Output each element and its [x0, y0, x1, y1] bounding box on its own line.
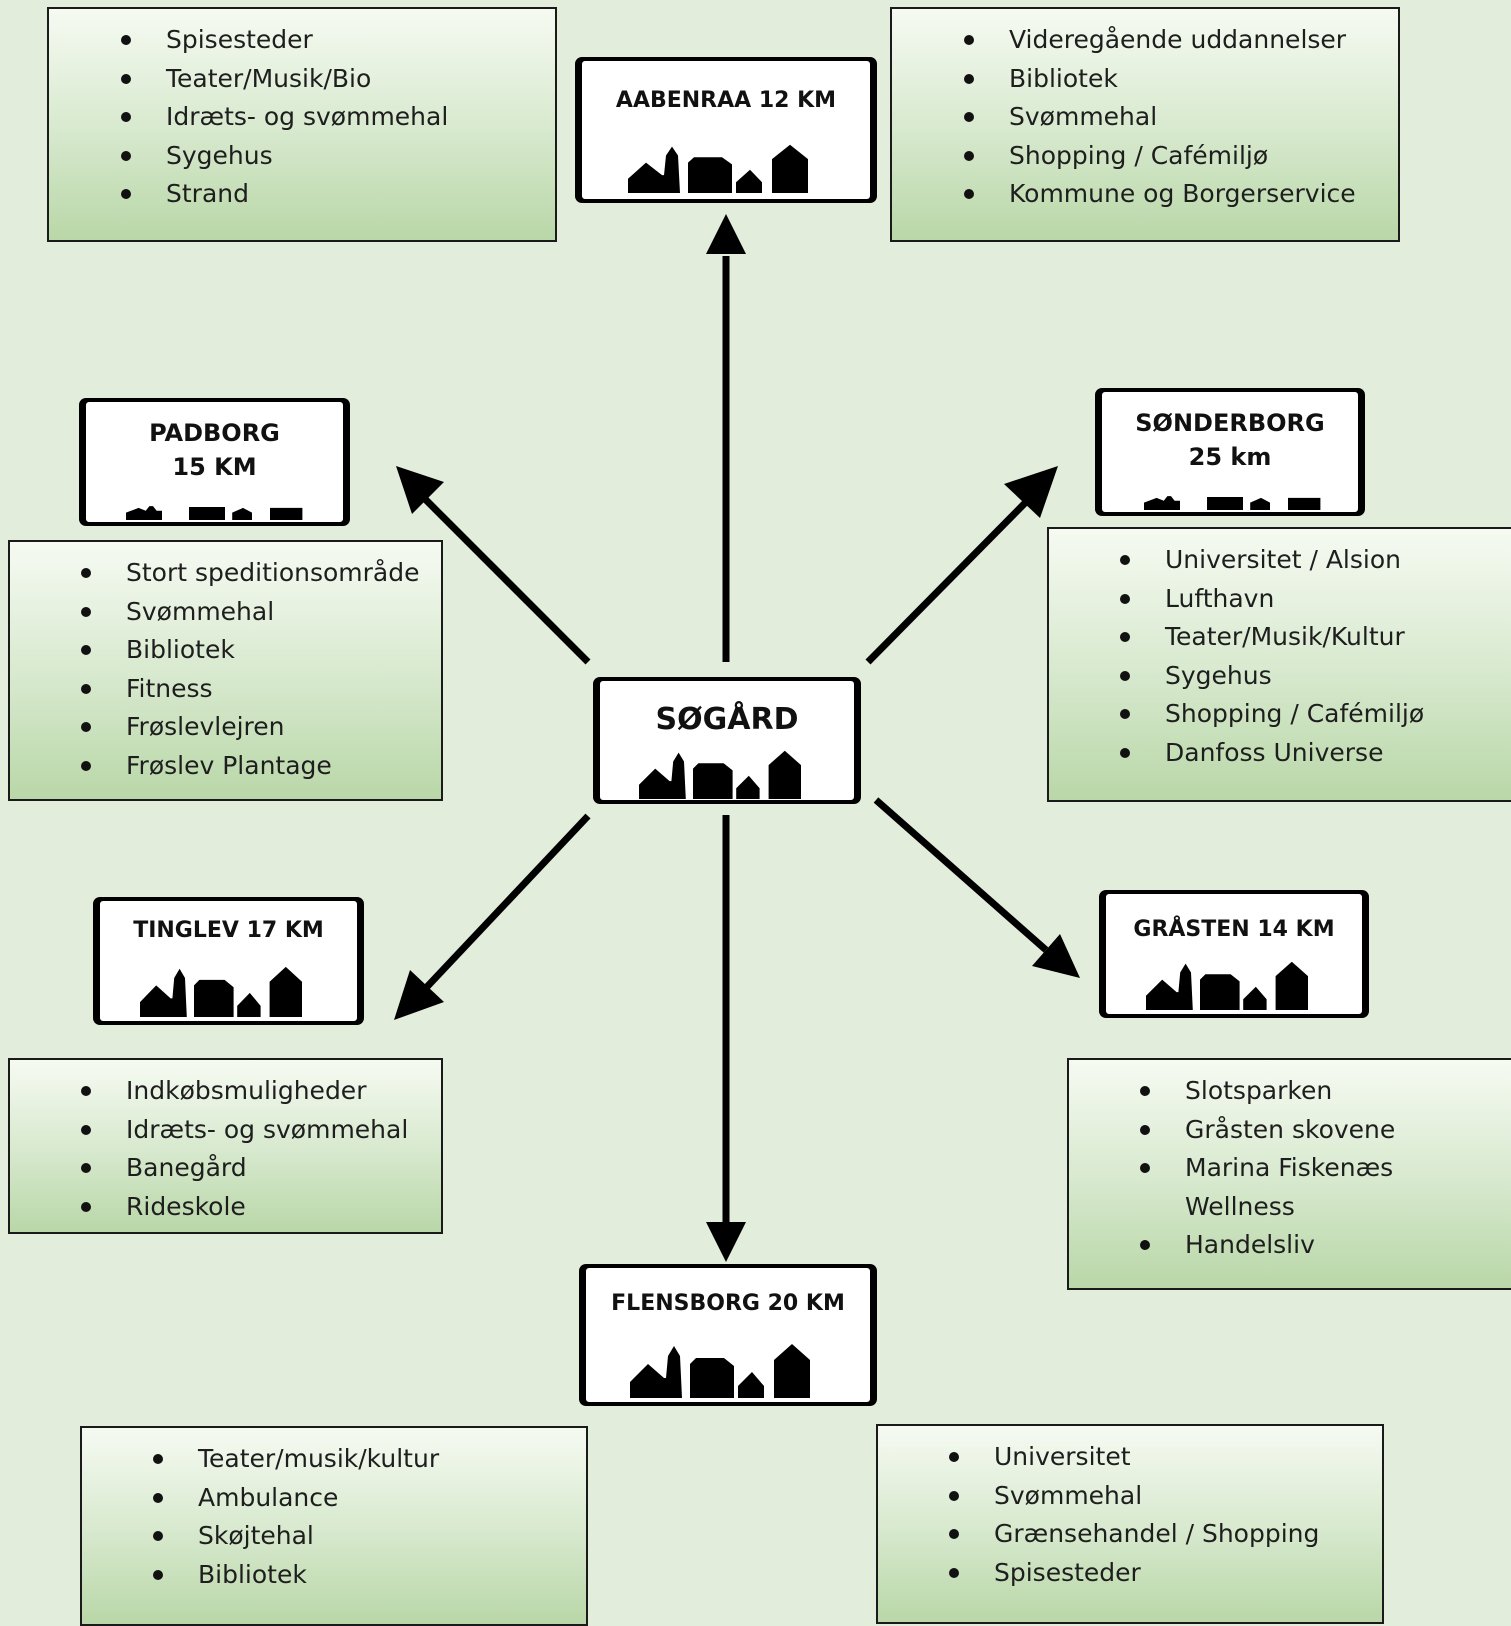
arrowhead-flensborg: [706, 1222, 746, 1262]
list-item: Rideskole: [80, 1188, 408, 1227]
list-item: Frøslevlejren: [81, 708, 420, 747]
town-silhouette-icon: [1146, 961, 1308, 1010]
list-item: Stort speditionsområde: [81, 554, 420, 593]
list-item: Handelsliv: [1140, 1226, 1425, 1265]
sign-padborg-label-2: 15 KM: [172, 453, 257, 481]
arrowhead-padborg: [396, 466, 444, 514]
list-item: Gråsten skovene: [1140, 1111, 1425, 1150]
arrowhead-graasten: [1032, 934, 1080, 978]
sign-sonderborg: SØNDERBORG 25 km: [1098, 388, 1362, 516]
list-item: Teater/Musik/Bio: [120, 60, 448, 99]
list-item: Bibliotek: [81, 631, 420, 670]
list-item: Skøjtehal: [152, 1517, 439, 1556]
list-item: Spisesteder: [948, 1554, 1319, 1593]
arrow-to-tinglev: [421, 813, 591, 993]
sign-flensborg-label: FLENSBORG 20 KM: [611, 1291, 845, 1316]
sign-sogaard: SØGÅRD: [596, 677, 858, 804]
list-item: Frøslev Plantage: [81, 747, 420, 786]
list-item: Shopping / Cafémiljø: [964, 137, 1356, 176]
town-silhouette-icon: [628, 144, 808, 193]
sign-aabenraa: AABENRAA 12 KM: [578, 57, 874, 203]
arrowhead-sonderborg: [1004, 466, 1058, 518]
town-silhouette-icon: [1144, 496, 1321, 510]
list-item: Banegård: [80, 1149, 408, 1188]
list-item: Danfoss Universe: [1119, 734, 1424, 773]
sign-graasten: GRÅSTEN 14 KM: [1102, 890, 1366, 1018]
list-item: Marina Fiskenæs Wellness: [1140, 1149, 1425, 1226]
sign-sonderborg-label-1: SØNDERBORG: [1135, 409, 1325, 437]
list-item: Shopping / Cafémiljø: [1119, 695, 1424, 734]
list-item: Svømmehal: [948, 1477, 1319, 1516]
sign-tinglev-label: TINGLEV 17 KM: [133, 918, 324, 943]
list-item: Ambulance: [152, 1479, 439, 1518]
sign-flensborg: FLENSBORG 20 KM: [582, 1264, 874, 1406]
list-item: Spisesteder: [120, 21, 448, 60]
town-silhouette-icon: [140, 966, 302, 1017]
list-item: Kommune og Borgerservice: [964, 175, 1356, 214]
list-item: Universitet / Alsion: [1119, 541, 1424, 580]
list-item: Teater/musik/kultur: [152, 1440, 439, 1479]
list-item: Indkøbsmuligheder: [80, 1072, 408, 1111]
list-item: Svømmehal: [964, 98, 1356, 137]
town-silhouette-icon: [639, 750, 801, 799]
list-item: Bibliotek: [964, 60, 1356, 99]
list-item: Svømmehal: [81, 593, 420, 632]
list-item: Slotsparken: [1140, 1072, 1425, 1111]
list-item: Strand: [120, 175, 448, 214]
sign-padborg-label-1: PADBORG: [149, 419, 280, 447]
list-item: Teater/Musik/Kultur: [1119, 618, 1424, 657]
list-item: Lufthavn: [1119, 580, 1424, 619]
arrow-to-padborg: [421, 495, 591, 665]
town-silhouette-icon: [126, 506, 303, 520]
arrow-to-sonderborg: [865, 497, 1031, 665]
arrowhead-tinglev: [394, 970, 444, 1020]
arrow-to-graasten: [873, 797, 1049, 953]
list-item: Sygehus: [1119, 657, 1424, 696]
sign-tinglev: TINGLEV 17 KM: [96, 897, 361, 1025]
list-item: Fitness: [81, 670, 420, 709]
town-silhouette-icon: [630, 1344, 810, 1398]
list-item: Universitet: [948, 1438, 1319, 1477]
list-item: Videregående uddannelser: [964, 21, 1356, 60]
arrowhead-aabenraa: [706, 214, 746, 254]
sign-sonderborg-label-2: 25 km: [1188, 443, 1272, 471]
sign-aabenraa-label: AABENRAA 12 KM: [615, 88, 837, 113]
sign-sogaard-label: SØGÅRD: [655, 702, 799, 737]
sign-padborg: PADBORG 15 KM: [82, 398, 347, 526]
list-item: Grænsehandel / Shopping: [948, 1515, 1319, 1554]
list-item: Sygehus: [120, 137, 448, 176]
sign-graasten-label: GRÅSTEN 14 KM: [1133, 917, 1335, 942]
list-item: Bibliotek: [152, 1556, 439, 1595]
list-item: Idræts- og svømmehal: [80, 1111, 408, 1150]
list-item: Idræts- og svømmehal: [120, 98, 448, 137]
